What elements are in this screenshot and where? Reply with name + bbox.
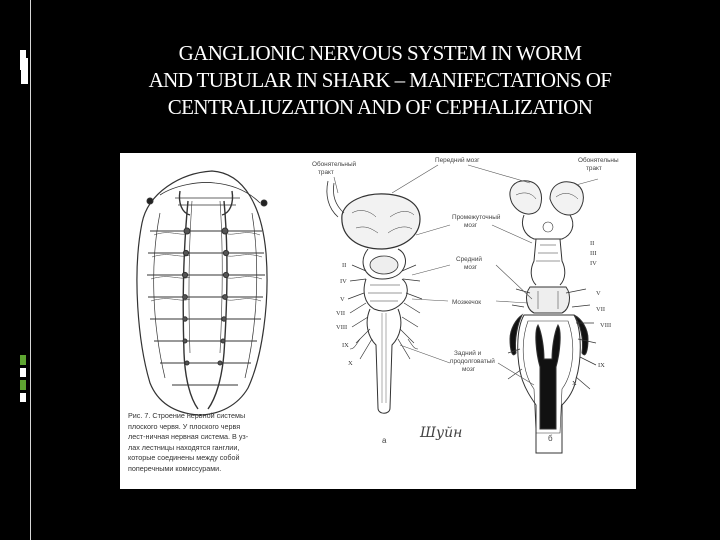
- worm-diagram: [136, 170, 268, 416]
- slide-title: GANGLIONIC NERVOUS SYSTEM IN WORM AND TU…: [95, 40, 665, 121]
- numeral-right-1: III: [590, 250, 597, 257]
- label-medulla-3: мозг: [462, 366, 476, 373]
- numeral-left-4: VIII: [336, 324, 347, 331]
- numeral-right-7: X: [572, 380, 577, 387]
- label-cerebellum: Мозжечок: [452, 299, 481, 306]
- caption-line: поперечными комиссурами.: [128, 463, 222, 473]
- figure-labels: Обонятельный тракт Передний мозг Обоняте…: [312, 156, 619, 445]
- signature: Шуйн: [419, 425, 462, 441]
- deco-square-green-1: [20, 355, 26, 365]
- numeral-right-0: II: [590, 240, 594, 247]
- caption-line: которые соединены между собой: [128, 453, 240, 463]
- label-sub-b: б: [548, 434, 553, 443]
- label-diencephalon-2: мозг: [464, 222, 478, 229]
- label-midbrain-2: мозг: [464, 264, 478, 271]
- title-line-3: CENTRALIUZATION AND OF CEPHALIZATION: [167, 95, 593, 119]
- vertical-rule: [30, 0, 31, 540]
- leader-lines: [333, 164, 599, 386]
- label-midbrain-1: Средний: [456, 255, 482, 263]
- caption-line: лах лестницы находятся ганглии,: [128, 442, 240, 452]
- label-diencephalon-1: Промежуточный: [452, 213, 501, 221]
- caption-line: плоского червя. У плоского червя: [128, 421, 241, 431]
- caption-line: лест-ничная нервная система. В уз-: [128, 432, 249, 442]
- numeral-right-5: VIII: [600, 322, 611, 329]
- title-line-2: AND TUBULAR IN SHARK – MANIFECTATIONS OF: [148, 68, 612, 92]
- numeral-left-2: V: [340, 296, 345, 303]
- label-forebrain: Передний мозг: [435, 156, 480, 164]
- title-line-1: GANGLIONIC NERVOUS SYSTEM IN WORM: [178, 41, 582, 65]
- label-olfactory-tract-right-2: тракт: [586, 165, 602, 172]
- numeral-right-4: VII: [596, 306, 605, 313]
- label-medulla-1: Задний и: [454, 349, 482, 357]
- numeral-left-0: II: [342, 262, 346, 269]
- numeral-right-3: V: [596, 290, 601, 297]
- shark-brain-sagittal: [507, 180, 597, 454]
- label-olfactory-tract-left-1: Обонятельный: [312, 160, 357, 168]
- label-olfactory-tract-right-1: Обонятельны: [578, 156, 619, 164]
- figure-caption: Рис. 7. Строение нервной системы плоског…: [128, 411, 300, 475]
- numeral-left-1: IV: [340, 278, 347, 285]
- nerve-numerals-right: II III IV V VII VIII IX X: [572, 240, 611, 387]
- deco-bar-top-2: [21, 58, 28, 84]
- label-sub-a: а: [382, 436, 387, 445]
- numeral-right-6: IX: [598, 362, 605, 369]
- numeral-right-2: IV: [590, 260, 597, 267]
- label-medulla-2: продолговатый: [450, 357, 495, 365]
- shark-brain-side: [326, 180, 423, 414]
- nervous-system-figure: Обонятельный тракт Передний мозг Обоняте…: [120, 153, 636, 489]
- numeral-left-6: X: [348, 360, 353, 367]
- caption-line: Рис. 7. Строение нервной системы: [128, 411, 246, 420]
- figure-drawing: Обонятельный тракт Передний мозг Обоняте…: [136, 156, 619, 454]
- numeral-left-5: IX: [342, 342, 349, 349]
- deco-square-white-1: [20, 368, 26, 377]
- deco-square-green-2: [20, 380, 26, 390]
- deco-square-white-2: [20, 393, 26, 402]
- label-olfactory-tract-left-2: тракт: [318, 169, 334, 176]
- numeral-left-3: VII: [336, 310, 345, 317]
- nerve-numerals-left: II IV V VII VIII IX X: [336, 262, 353, 367]
